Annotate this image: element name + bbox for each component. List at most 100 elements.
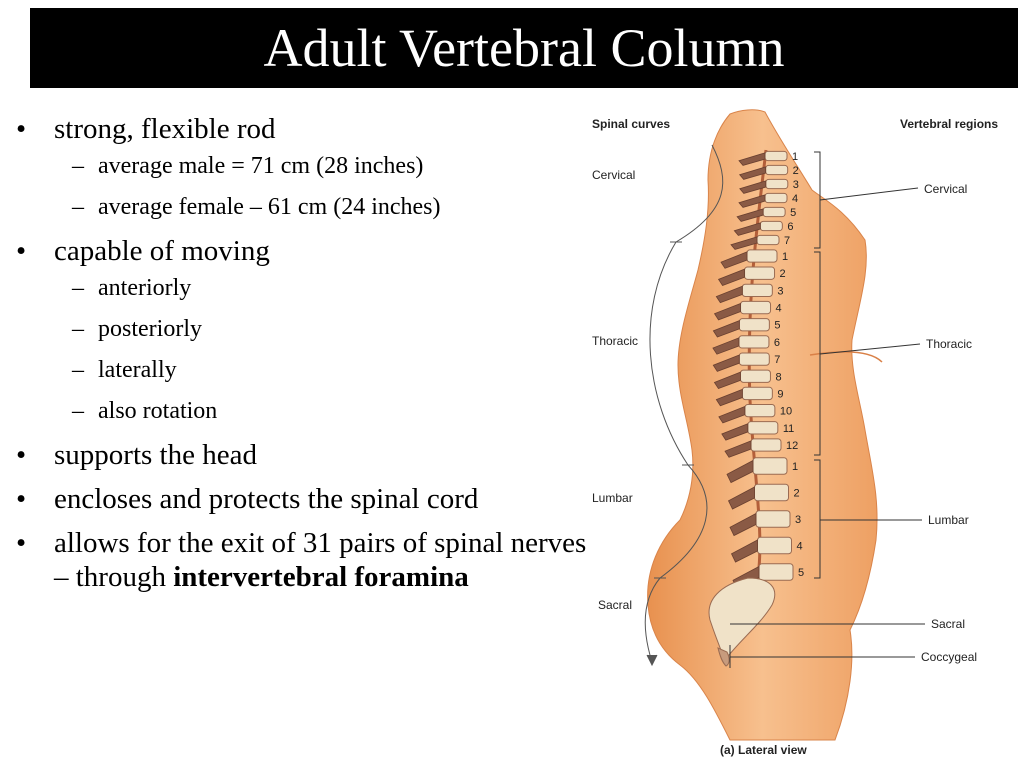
sub-text: posteriorly	[98, 316, 202, 342]
region-brackets	[729, 151, 925, 668]
sub-text: average female – 61 cm (24 inches)	[98, 194, 441, 220]
leader-coccygeal	[729, 645, 915, 668]
vertebra-body	[741, 386, 773, 401]
spinous-process	[730, 236, 758, 250]
sub-item: –also rotation	[54, 397, 594, 425]
vertebra-body	[744, 403, 776, 418]
spinous-process	[726, 459, 754, 484]
vertebra-body	[738, 352, 770, 366]
spinous-process	[727, 486, 755, 510]
bullet-marker: •	[16, 527, 27, 559]
title-bar: Adult Vertebral Column	[30, 8, 1018, 88]
spinous-process	[718, 405, 746, 424]
spine-figure: Spinal curves Vertebral regions Cervical…	[580, 100, 1024, 768]
spinous-process	[715, 388, 743, 407]
vertebra-body	[750, 438, 782, 452]
region-label-coccygeal: Coccygeal	[921, 650, 977, 664]
vertebra-body	[765, 178, 789, 190]
sub-text: laterally	[98, 357, 177, 383]
arc-sacral-arrowhead	[646, 654, 658, 667]
bullet-text: allows for the exit of 31 pairs of spina…	[54, 527, 587, 593]
vertebra-body	[762, 206, 786, 218]
chest-contour	[809, 351, 883, 363]
vertebra-number: 5	[798, 567, 804, 579]
spinous-process	[738, 194, 766, 208]
spinous-process	[720, 251, 748, 269]
vertebra-body	[764, 150, 788, 162]
dash-marker: –	[72, 316, 84, 342]
spinous-process	[721, 423, 749, 441]
sub-text: anteriorly	[98, 275, 192, 301]
spinous-process	[712, 320, 740, 338]
spinous-process	[712, 337, 740, 355]
bullet-item: • encloses and protects the spinal cord	[14, 482, 594, 516]
figure-caption: (a) Lateral view	[720, 743, 807, 757]
vertebra-body	[746, 249, 778, 263]
bullet-item: • allows for the exit of 31 pairs of spi…	[14, 526, 594, 594]
figure-labels: Spinal curves Vertebral regions Cervical…	[592, 117, 998, 757]
leader-cervical	[819, 187, 919, 201]
vertebra-body	[738, 335, 770, 349]
sub-text: average male = 71 cm (28 inches)	[98, 153, 424, 179]
vertebra-body	[754, 483, 789, 502]
vertebra-number: 3	[777, 285, 783, 297]
spinous-process	[739, 180, 767, 194]
vertebra-body	[757, 536, 792, 555]
spinous-process	[729, 512, 757, 537]
arc-lumbar	[659, 464, 708, 579]
curve-label-thoracic: Thoracic	[592, 334, 638, 348]
spinous-process	[733, 222, 761, 236]
vertebra-body	[765, 164, 789, 176]
spinous-process	[717, 268, 745, 286]
bullet-text: encloses and protects the spinal cord	[54, 483, 479, 515]
vertebra-number: 7	[784, 235, 790, 247]
vertebra-number: 8	[775, 371, 781, 383]
bullet-marker: •	[16, 235, 27, 267]
vertebra-body	[755, 510, 791, 528]
bullet-text: strong, flexible rod	[54, 113, 276, 145]
bullet-marker: •	[16, 439, 27, 471]
arc-sacral	[644, 577, 661, 663]
dash-marker: –	[72, 398, 84, 424]
bullet-item: • strong, flexible rod –average male = 7…	[14, 112, 594, 221]
vertebra-number: 4	[792, 193, 798, 205]
vertebra-number: 12	[786, 440, 798, 452]
dash-marker: –	[72, 153, 84, 179]
vertebra-number: 4	[797, 541, 803, 553]
arc-cervical	[675, 144, 724, 243]
vertebra-number: 3	[795, 514, 801, 526]
bullet-item: • supports the head	[14, 438, 594, 472]
sub-list: –anteriorly –posteriorly –laterally –als…	[54, 274, 594, 425]
vertebral-regions-header: Vertebral regions	[900, 117, 998, 131]
bullet-text: capable of moving	[54, 235, 270, 267]
vertebra-number: 7	[774, 354, 780, 366]
spinous-process	[712, 354, 740, 372]
spine-illustration: Spinal curves Vertebral regions Cervical…	[592, 109, 998, 757]
dash-marker: –	[72, 275, 84, 301]
region-label-cervical: Cervical	[924, 182, 967, 196]
vertebra-body	[740, 300, 772, 315]
sub-item: –anteriorly	[54, 274, 594, 302]
spinous-process	[738, 166, 767, 180]
region-label-thoracic: Thoracic	[926, 337, 972, 351]
leader-thoracic	[819, 343, 921, 355]
sub-item: –posteriorly	[54, 315, 594, 343]
vertebra-body	[759, 220, 783, 232]
arc-thoracic	[649, 241, 689, 466]
vertebra-body	[752, 457, 788, 475]
spinous-process	[713, 302, 741, 321]
vertebra-number: 3	[793, 179, 799, 191]
sub-item: –average male = 71 cm (28 inches)	[54, 152, 594, 180]
vertebra-number: 2	[794, 488, 800, 500]
vertebra-number: 6	[787, 221, 793, 233]
vertebra-body	[756, 234, 780, 246]
vertebra-number: 2	[780, 268, 786, 280]
vertebra-number: 1	[782, 251, 788, 263]
spinous-process	[713, 371, 741, 390]
vertebra-body	[747, 421, 779, 435]
sub-list: –average male = 71 cm (28 inches) –avera…	[54, 152, 594, 221]
curve-label-cervical: Cervical	[592, 168, 635, 182]
spinous-process	[736, 208, 764, 222]
vertebra-body	[744, 266, 776, 280]
